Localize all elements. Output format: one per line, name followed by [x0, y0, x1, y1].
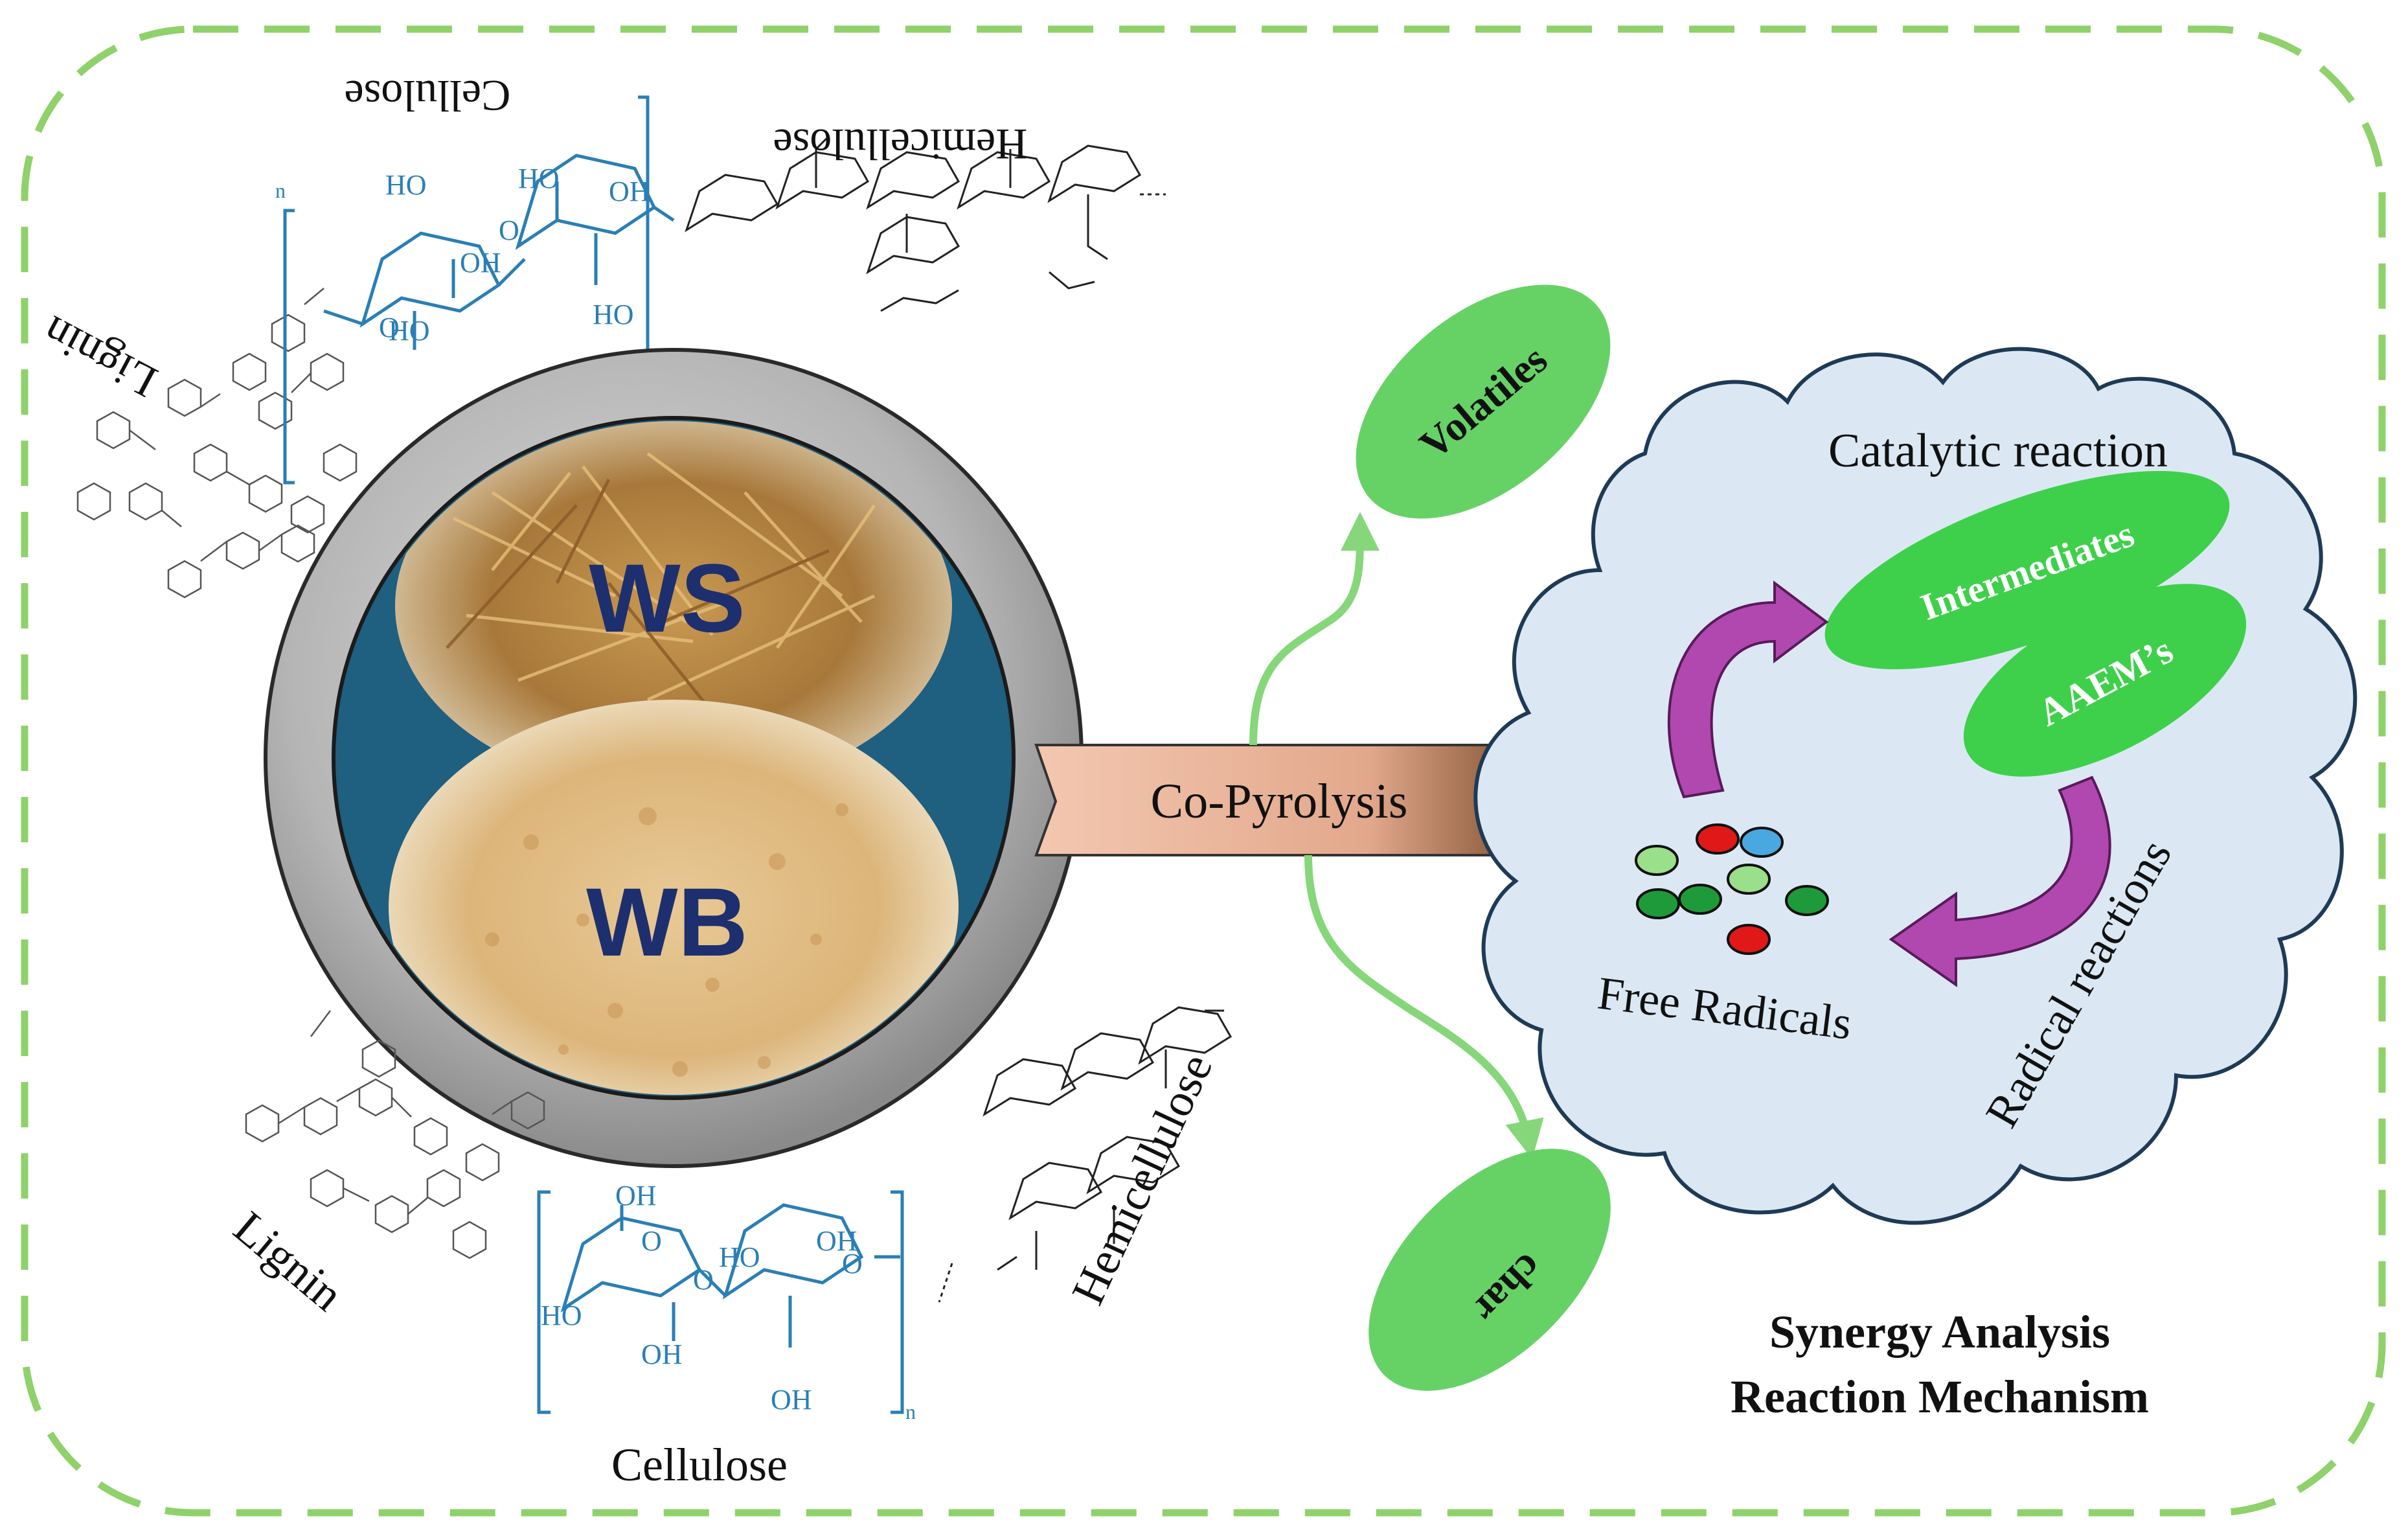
wheat-straw-sample [395, 421, 952, 794]
chem-label: OH [460, 247, 501, 279]
chem-label: HO [518, 163, 560, 194]
chem-label: O [379, 312, 400, 343]
ws-label: WS [589, 544, 745, 652]
lignin-label-top: Lignin [35, 306, 165, 407]
cellulose-label-bottom: Cellulose [611, 1439, 788, 1491]
arrow-to-char [1304, 855, 1544, 1160]
chem-label: O [693, 1264, 714, 1296]
hemicellulose-label-top: Hemicellulose [773, 120, 1028, 169]
cellulose-bottom-groups: OH O HO OH O HO OH O OH n [541, 1180, 916, 1423]
free-radical-dot [1785, 885, 1829, 916]
hemicellulose-structure-top [685, 135, 1166, 312]
reaction-mechanism-label: Reaction Mechanism [1731, 1371, 2149, 1423]
free-radical-dot [1740, 827, 1784, 858]
chem-label: n [905, 1400, 916, 1423]
free-radical-dot [1727, 924, 1771, 955]
chem-label: n [275, 179, 286, 202]
free-radical-dots [1635, 823, 1829, 955]
free-radical-dot [1678, 884, 1722, 915]
hemicellulose-structure-bottom [938, 1006, 1232, 1303]
arrow-radicals-to-intermediates [1667, 580, 1829, 799]
lignin-label-bottom: Lignin [224, 1201, 353, 1321]
co-pyrolysis-label: Co-Pyrolysis [1151, 774, 1408, 829]
cellulose-label-top: Cellulose [345, 71, 511, 121]
free-radical-dot [1727, 864, 1771, 895]
cellulose-structure-bottom [537, 1190, 904, 1414]
arrow-aaems-to-radicals [1889, 775, 2111, 987]
chem-label: O [842, 1248, 863, 1280]
volatiles-node: Volatiles [1356, 284, 1611, 519]
hemicellulose-label-bottom: Hemicellulose [1062, 1046, 1222, 1312]
catalytic-reaction-label: Catalytic reaction [1828, 424, 2168, 477]
free-radical-dot [1635, 845, 1679, 876]
synergy-analysis-label: Synergy Analysis [1769, 1306, 2110, 1358]
chem-label: OH [816, 1225, 858, 1257]
chem-label: OH [641, 1338, 683, 1370]
reaction-cloud [1473, 347, 2357, 1225]
dashed-border [21, 25, 2386, 1517]
chem-label: O [641, 1225, 662, 1257]
free-radical-dot [1696, 823, 1740, 855]
chem-label: OH [615, 1180, 657, 1211]
chem-label: HO [719, 1241, 760, 1273]
chem-label: HO [593, 299, 634, 330]
chem-label: O [499, 214, 519, 246]
chem-label: HO [541, 1300, 582, 1331]
lignin-structure-bottom [245, 1010, 545, 1259]
arrow-to-volatiles [1249, 512, 1380, 746]
aaems-node: AAEM’s [1963, 584, 2247, 777]
chem-label: HO [385, 169, 427, 201]
char-node: char [1369, 1149, 1611, 1391]
lignin-structure-top [76, 288, 358, 599]
cellulose-structure-top [283, 95, 675, 485]
chem-label: HO [389, 315, 430, 347]
cellulose-top-groups: O HO OH HO O HO OH HO n [275, 163, 650, 347]
wheat-bran-sample [389, 700, 959, 1095]
free-radical-dot [1636, 888, 1680, 919]
chem-label: OH [609, 176, 650, 207]
wb-label: WB [586, 867, 748, 976]
chem-label: OH [771, 1384, 812, 1416]
